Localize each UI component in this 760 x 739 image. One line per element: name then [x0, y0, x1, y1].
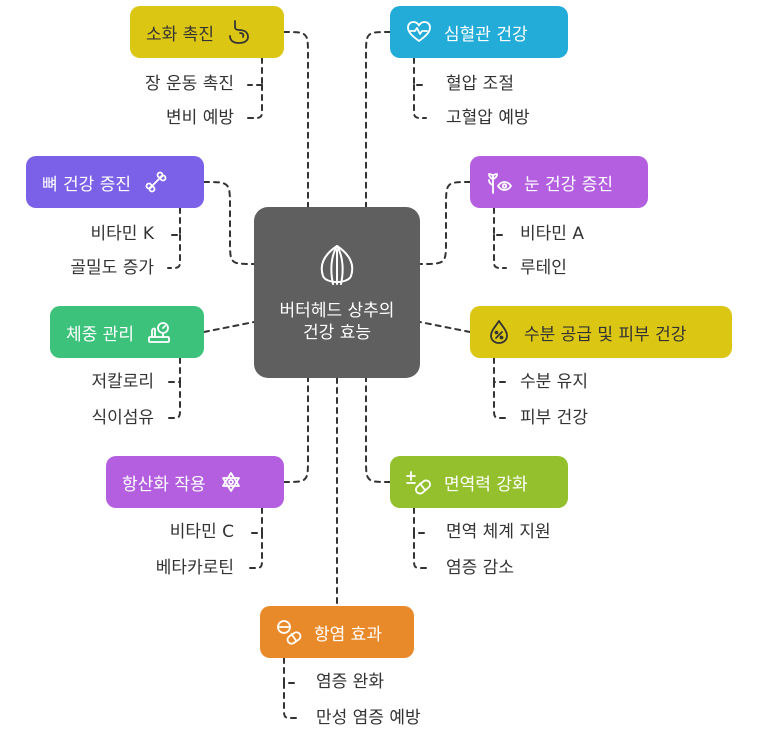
- leaf-item: 혈압 조절: [446, 74, 514, 94]
- water-drop-icon: [486, 319, 512, 345]
- leaf-item: 수분 유지: [520, 372, 588, 392]
- pill-plus-icon: [406, 469, 432, 495]
- pills-icon: [276, 619, 302, 645]
- leaf-item: 변비 예방: [166, 108, 234, 128]
- branch-label: 항염 효과: [314, 624, 382, 645]
- leaf-item: 루테인: [520, 258, 567, 278]
- branch-label: 뼈 건강 증진: [42, 174, 132, 195]
- bone-icon: [143, 169, 169, 195]
- branch-label: 항산화 작용: [122, 474, 206, 495]
- leaf-item: 비타민 K: [90, 224, 154, 244]
- branch-label: 면역력 강화: [444, 474, 528, 495]
- leaf-item: 장 운동 촉진: [144, 74, 234, 94]
- branch-anti-inflammatory: 항염 효과: [260, 606, 414, 658]
- lettuce-icon: [313, 242, 361, 294]
- leaf-item: 비타민 A: [520, 224, 584, 244]
- branch-digestion: 소화 촉진: [130, 6, 284, 58]
- leaf-item: 저칼로리: [91, 372, 154, 392]
- stomach-icon: [226, 19, 252, 45]
- leaf-item: 만성 염증 예방: [316, 708, 421, 728]
- leaf-item: 고혈압 예방: [446, 108, 530, 128]
- heart-health-icon: [406, 19, 432, 45]
- leaf-item: 식이섬유: [91, 408, 154, 428]
- leaf-item: 베타카로틴: [155, 558, 234, 578]
- branch-bone-health: 뼈 건강 증진: [26, 156, 204, 208]
- leaf-item: 피부 건강: [520, 408, 588, 428]
- branch-immunity: 면역력 강화: [390, 456, 568, 508]
- leaf-item: 골밀도 증가: [70, 258, 154, 278]
- eye-plant-icon: [486, 169, 512, 195]
- branch-hydration-skin: 수분 공급 및 피부 건강: [470, 306, 732, 358]
- central-topic: 버터헤드 상추의 건강 효능: [254, 207, 420, 378]
- leaf-item: 면역 체계 지원: [446, 522, 551, 542]
- branch-weight-management: 체중 관리: [50, 306, 204, 358]
- branch-label: 눈 건강 증진: [524, 174, 614, 195]
- leaf-item: 염증 감소: [446, 558, 514, 578]
- central-topic-title: 버터헤드 상추의 건강 효능: [279, 300, 395, 343]
- scale-icon: [146, 319, 172, 345]
- branch-label: 체중 관리: [66, 324, 134, 345]
- leaf-item: 비타민 C: [169, 522, 234, 542]
- branch-label: 심혈관 건강: [444, 24, 528, 45]
- branch-eye-health: 눈 건강 증진: [470, 156, 648, 208]
- branch-label: 소화 촉진: [146, 24, 214, 45]
- branch-antioxidant: 항산화 작용: [106, 456, 284, 508]
- branch-cardiovascular: 심혈관 건강: [390, 6, 568, 58]
- molecule-icon: [218, 469, 244, 495]
- leaf-item: 염증 완화: [316, 672, 384, 692]
- branch-label: 수분 공급 및 피부 건강: [524, 324, 687, 345]
